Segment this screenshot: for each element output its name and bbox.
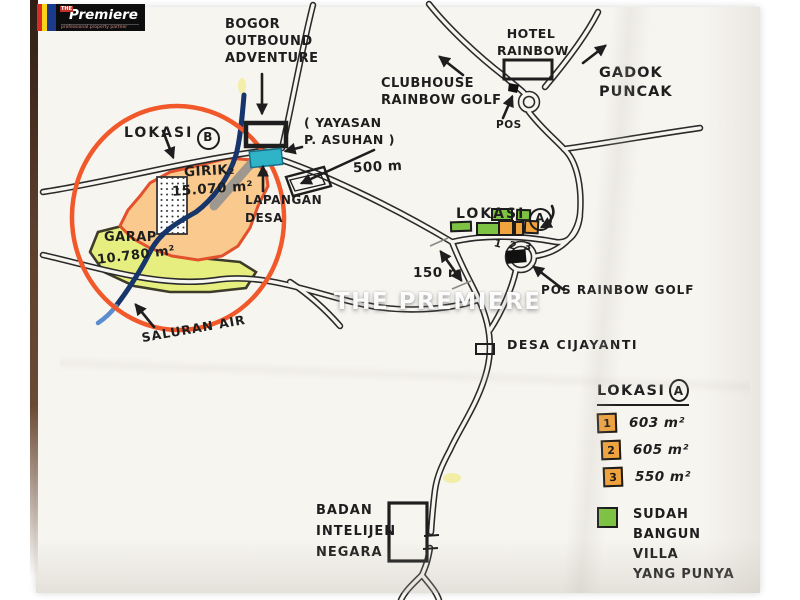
desa-cijayanti-marker <box>475 343 495 355</box>
arrow-yayasan <box>283 142 304 155</box>
label-pos-rainbow-golf: POS RAINBOW GOLF <box>541 283 695 297</box>
pos-rainbow-golf-checkpoint <box>505 249 527 264</box>
lapangan-desa-field <box>284 165 333 198</box>
plot-orange-2 <box>514 221 524 236</box>
arrow-150m <box>439 250 463 282</box>
logo-wordmark: THE Premiere professional property partn… <box>56 4 145 31</box>
tick-150m-end <box>451 280 472 290</box>
logo-name: Premiere <box>69 7 138 23</box>
legend-area-3: 550 m² <box>635 469 691 485</box>
lokasi-a-circled-letter: A <box>529 207 553 231</box>
boundary-circle-lokasi-b <box>69 103 287 333</box>
legend-swatch-villa-green <box>597 507 618 528</box>
label-gadok-puncak: GADOK PUNCAK <box>599 65 673 101</box>
bin-building <box>387 501 429 563</box>
paper-binding-edge <box>30 0 38 578</box>
bogor-outbound-building <box>243 120 289 149</box>
label-bogor-outbound-adventure: BOGOR OUTBOUND ADVENTURE <box>225 17 319 67</box>
arrow-gadok <box>581 44 607 65</box>
lokasi-b-circled-letter: B <box>197 126 221 150</box>
label-distance-150m: 150 m <box>413 265 463 281</box>
legend-title-text: LOKASI <box>597 382 666 399</box>
legend-area-2: 605 m² <box>633 442 689 458</box>
legend-green-note: SUDAH BANGUN VILLA YANG PUNYA <box>597 505 762 586</box>
logo-stripe-blue <box>47 4 56 31</box>
watermark-the-premiere: THE PREMIERE <box>334 289 542 315</box>
label-lapangan-desa: LAPANGAN DESA <box>245 193 323 225</box>
legend-swatch-plot-1: 1 <box>596 412 618 434</box>
hotel-rainbow-building <box>502 58 554 81</box>
legend-swatch-plot-2: 2 <box>600 439 622 461</box>
tick-150m-start <box>429 237 449 247</box>
plot-green-left <box>449 220 473 233</box>
legend-circled-letter: A <box>669 379 689 402</box>
arrow-pos <box>501 94 514 120</box>
arrow-pos-rainbow <box>532 265 566 292</box>
premiere-logo: THE Premiere professional property partn… <box>37 4 145 31</box>
legend-swatch-plot-3: 3 <box>602 466 624 488</box>
logo-prefix: THE <box>60 6 74 12</box>
logo-stripe-yellow <box>42 4 47 31</box>
label-distance-500m: 500 m <box>352 157 403 177</box>
map-paper <box>36 7 760 593</box>
logo-stripe-red <box>37 4 42 31</box>
lokasi-a-plots <box>449 208 540 236</box>
lokasi-b-text: LOKASI <box>124 125 194 142</box>
legend-item-1: 1 603 m² <box>596 412 762 434</box>
legend-item-2: 2 605 m² <box>600 439 762 461</box>
arrow-to-field <box>299 148 376 185</box>
arrow-clubhouse <box>438 55 465 77</box>
legend-area-1: 603 m² <box>629 415 685 431</box>
yellow-highlight <box>238 78 246 94</box>
label-yayasan-p-asuhan: ( YAYASAN P. ASUHAN ) <box>304 115 395 147</box>
lokasi-a-text: LOKASI <box>456 206 526 223</box>
pos-checkpoint-dot <box>508 83 519 93</box>
label-pos: POS <box>496 119 522 131</box>
label-clubhouse-rainbow-golf: CLUBHOUSE RAINBOW GOLF <box>381 76 502 109</box>
yayasan-building <box>248 147 284 169</box>
arrow-lokasi-b <box>161 129 176 160</box>
label-garap: GARAP <box>104 230 157 245</box>
legend-green-note-text: SUDAH BANGUN VILLA YANG PUNYA <box>633 507 735 583</box>
label-badan-intelijen-negara: BADAN INTELIJEN NEGARA <box>316 503 397 560</box>
arrow-saluran <box>134 303 156 329</box>
logo-tagline: professional property partner <box>61 24 139 31</box>
label-desa-cijayanti: DESA CIJAYANTI <box>507 337 639 352</box>
label-hotel-rainbow: HOTEL RAINBOW <box>497 26 569 58</box>
legend-item-3: 3 550 m² <box>602 466 762 488</box>
water-channel <box>113 92 247 309</box>
yellow-highlight-2 <box>443 473 461 483</box>
plot-green-top-1 <box>491 208 513 221</box>
